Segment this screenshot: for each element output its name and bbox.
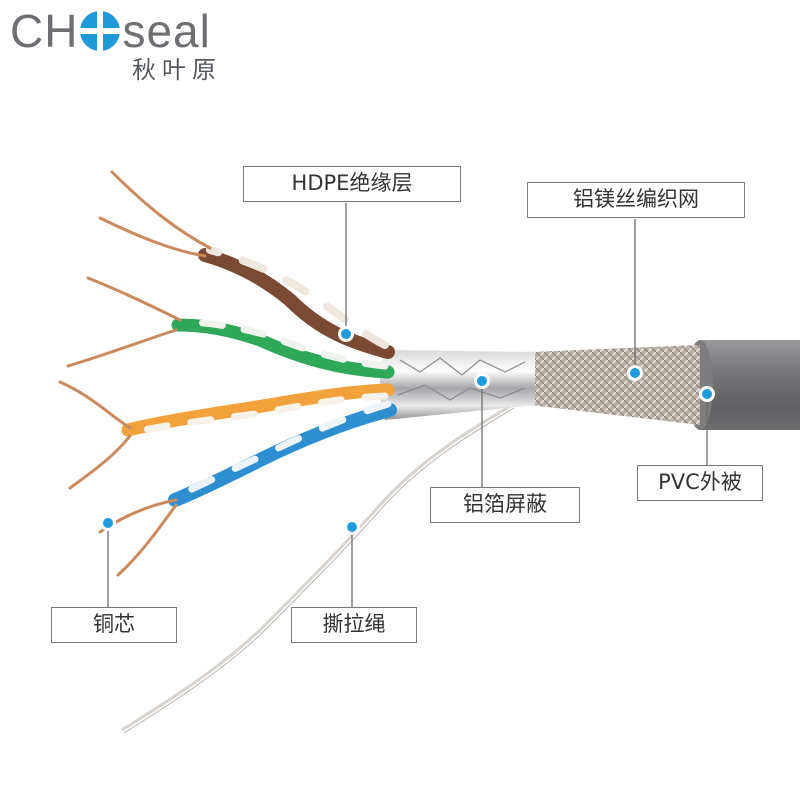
callout-aluminum-foil-shield: 铝箔屏蔽: [430, 487, 580, 523]
callout-copper-core: 铜芯: [51, 607, 177, 643]
pair-orange-wire: [121, 383, 395, 437]
brand-cross-icon: [80, 11, 121, 51]
callout-pvc-jacket: PVC外被: [637, 465, 763, 501]
pair-green-white-stripe: [178, 318, 389, 370]
pair-brown-white-stripe: [206, 246, 389, 349]
ripcord-strand: [121, 403, 513, 732]
callout-hdpe-insulation: HDPE绝缘层: [243, 166, 461, 202]
brand-logo: CH seal 秋叶原: [10, 6, 250, 86]
callout-rip-cord: 撕拉绳: [291, 607, 417, 643]
pair-brown-wire: [198, 248, 395, 359]
pair-blue-white-stripe: [174, 400, 392, 499]
pvc-jacket: [691, 340, 800, 430]
brand-name-right: seal: [122, 5, 211, 57]
callout-markers: [100, 326, 715, 535]
ripcord-strand-shadow: [123, 407, 515, 734]
brand-name-left: CH: [10, 5, 79, 57]
callout-leader-lines: [107, 203, 708, 607]
brand-wordmark: CH seal: [10, 6, 211, 56]
callout-aluminum-magnesium-braid: 铝镁丝编织网: [527, 182, 745, 218]
copper-conductors: [58, 170, 212, 577]
pair-orange-white-stripe: [131, 392, 389, 436]
pair-green-wire: [171, 318, 395, 379]
braid-shield: [530, 345, 700, 425]
foil-crinkles: [397, 357, 526, 401]
brand-chinese-name: 秋叶原: [132, 56, 222, 84]
